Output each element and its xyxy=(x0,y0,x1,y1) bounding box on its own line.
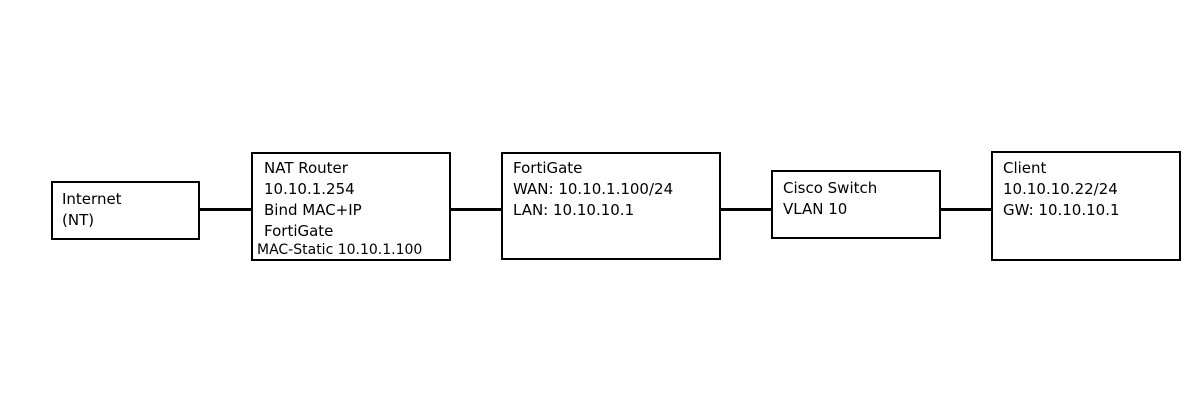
node-cisco-switch: Cisco Switch VLAN 10 xyxy=(771,170,941,239)
node-fortigate-line-3: LAN: 10.10.10.1 xyxy=(513,201,635,219)
link-internet-nat-router xyxy=(199,208,252,211)
node-fortigate-line-2: WAN: 10.10.1.100/24 xyxy=(513,180,674,198)
link-nat-router-fortigate xyxy=(449,208,502,211)
node-internet-line-1: Internet xyxy=(62,190,122,208)
node-client-line-1: Client xyxy=(1003,159,1047,177)
node-fortigate: FortiGate WAN: 10.10.1.100/24 LAN: 10.10… xyxy=(501,152,721,260)
node-internet: Internet (NT) xyxy=(51,181,200,240)
node-nat-router-line-4: FortiGate xyxy=(264,222,334,240)
link-cisco-switch-client xyxy=(939,208,992,211)
node-client-line-2: 10.10.10.22/24 xyxy=(1003,180,1118,198)
node-internet-line-2: (NT) xyxy=(62,211,95,229)
node-nat-router-line-2: 10.10.1.254 xyxy=(264,180,355,198)
node-nat-router: NAT Router 10.10.1.254 Bind MAC+IP Forti… xyxy=(251,152,451,261)
node-fortigate-line-1: FortiGate xyxy=(513,159,583,177)
node-nat-router-line-3: Bind MAC+IP xyxy=(264,201,362,219)
node-cisco-switch-line-1: Cisco Switch xyxy=(783,179,878,197)
node-nat-router-line-1: NAT Router xyxy=(264,159,348,177)
node-client-line-3: GW: 10.10.10.1 xyxy=(1003,201,1120,219)
link-fortigate-cisco-switch xyxy=(719,208,772,211)
node-nat-router-mac-static-line: MAC-Static 10.10.1.100 xyxy=(257,242,423,258)
node-cisco-switch-line-2: VLAN 10 xyxy=(783,200,848,218)
node-client: Client 10.10.10.22/24 GW: 10.10.10.1 xyxy=(991,151,1181,261)
